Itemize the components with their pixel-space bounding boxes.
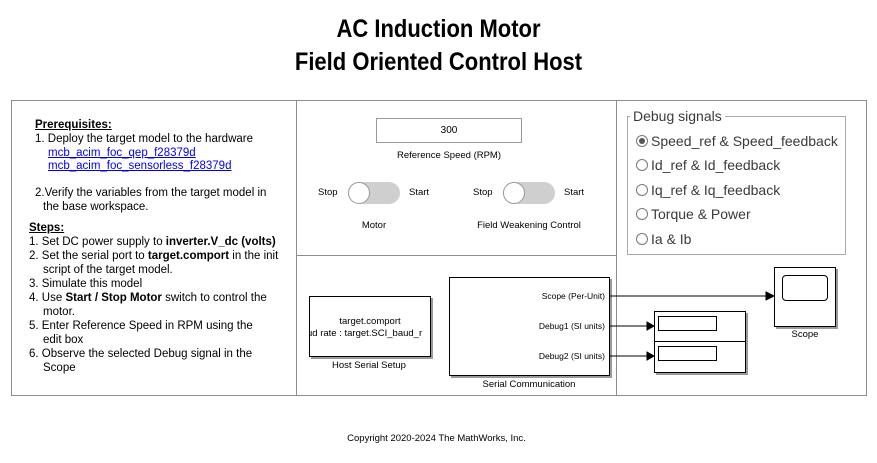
port-scope-per-unit: Scope (Per-Unit) — [541, 291, 605, 301]
steps-heading: Steps: — [29, 222, 65, 234]
radio-option-torque[interactable]: Torque & Power — [636, 204, 751, 224]
step-2-line2: script of the target model. — [43, 264, 173, 276]
scope-arrowhead — [765, 291, 776, 301]
radio-unselected-icon[interactable] — [636, 233, 648, 245]
port-debug1: Debug1 (SI units) — [538, 321, 605, 331]
step-3: 3. Simulate this model — [29, 278, 143, 290]
link-sensorless-model[interactable]: mcb_acim_foc_sensorless_f28379d — [48, 160, 232, 172]
radio-unselected-icon[interactable] — [636, 184, 648, 196]
reference-speed-input[interactable]: 300 — [376, 118, 522, 143]
host-serial-baud-text: ud rate : target.SCI_baud_r — [309, 328, 423, 339]
step-4-line1: 4. Use Start / Stop Motor switch to cont… — [29, 292, 267, 304]
copyright-footer: Copyright 2020-2024 The MathWorks, Inc. — [347, 433, 526, 444]
debug-signals-legend: Debug signals — [630, 108, 725, 124]
scope-label: Scope — [791, 329, 819, 340]
step-5-line2: edit box — [43, 334, 84, 346]
port-debug2: Debug2 (SI units) — [538, 351, 605, 361]
reference-speed-label: Reference Speed (RPM) — [396, 150, 502, 161]
link-qep-model[interactable]: mcb_acim_foc_qep_f28379d — [48, 147, 196, 159]
radio-unselected-icon[interactable] — [636, 159, 648, 171]
motor-toggle-switch[interactable] — [348, 182, 400, 204]
fw-stop-label: Stop — [473, 187, 493, 198]
debug2-display-value — [658, 346, 717, 361]
serial-communication-label: Serial Communication — [482, 379, 576, 390]
debug2-arrowhead — [646, 351, 656, 361]
radio-option-speed[interactable]: Speed_ref & Speed_feedback — [636, 131, 838, 151]
field-weakening-toggle-knob[interactable] — [503, 182, 525, 204]
prereq-step-1: 1. Deploy the target model to the hardwa… — [35, 133, 253, 145]
divider-middle — [296, 255, 617, 256]
scope-block[interactable] — [774, 267, 836, 327]
radio-option-id[interactable]: Id_ref & Id_feedback — [636, 155, 780, 175]
motor-switch-label: Motor — [361, 220, 387, 231]
prereq-step-2-line1: 2.Verify the variables from the target m… — [35, 187, 267, 199]
motor-stop-label: Stop — [318, 187, 338, 198]
radio-unselected-icon[interactable] — [636, 208, 648, 220]
fw-start-label: Start — [564, 187, 585, 198]
radio-option-ia-ib[interactable]: Ia & Ib — [636, 229, 691, 249]
title-line-2: Field Oriented Control Host — [294, 48, 583, 76]
debug2-display-block[interactable] — [654, 341, 746, 373]
radio-option-iq[interactable]: Iq_ref & Iq_feedback — [636, 180, 780, 200]
scope-icon — [782, 275, 828, 301]
radio-selected-icon[interactable] — [636, 135, 648, 147]
step-2-line1: 2. Set the serial port to target.comport… — [29, 250, 279, 262]
step-4-line2: motor. — [43, 306, 75, 318]
prerequisites-heading: Prerequisites: — [35, 119, 112, 131]
motor-toggle-knob[interactable] — [348, 182, 370, 204]
host-serial-setup-label: Host Serial Setup — [332, 360, 406, 371]
step-6-line2: Scope — [43, 362, 76, 374]
field-weakening-label: Field Weakening Control — [477, 220, 581, 231]
host-serial-setup-block[interactable]: target.comport ud rate : target.SCI_baud… — [309, 296, 431, 357]
step-5-line1: 5. Enter Reference Speed in RPM using th… — [29, 320, 253, 332]
debug1-arrowhead — [646, 321, 656, 331]
title-line-1: AC Induction Motor — [336, 15, 541, 43]
debug1-display-value — [658, 316, 717, 331]
serial-communication-block[interactable] — [449, 277, 610, 376]
step-1: 1. Set DC power supply to inverter.V_dc … — [29, 236, 276, 248]
debug1-display-block[interactable] — [654, 311, 746, 343]
motor-start-label: Start — [409, 187, 430, 198]
host-serial-comport-text: target.comport — [339, 316, 401, 327]
divider-left — [296, 100, 297, 395]
step-6-line1: 6. Observe the selected Debug signal in … — [29, 348, 253, 360]
divider-right — [616, 100, 617, 395]
prereq-step-2-line2: the base workspace. — [43, 201, 149, 213]
field-weakening-toggle-switch[interactable] — [503, 182, 555, 204]
debug-signals-group — [627, 116, 846, 255]
